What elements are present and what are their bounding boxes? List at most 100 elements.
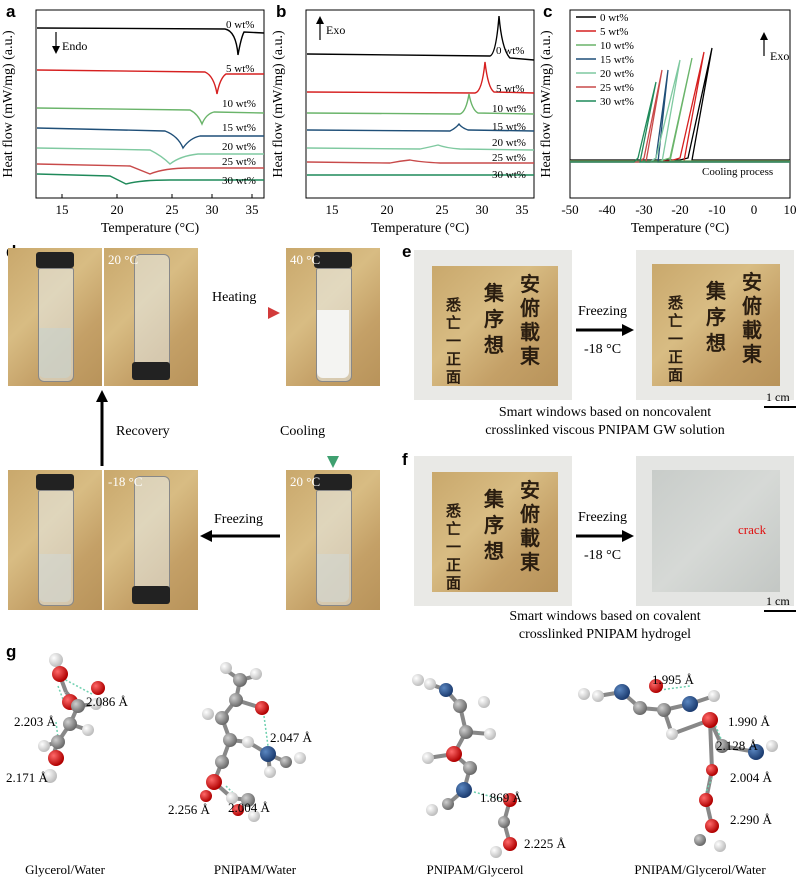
caption-line: Smart windows based on covalent: [509, 609, 701, 624]
cooling-note: Cooling process: [702, 166, 773, 178]
x-tick: 30: [476, 202, 489, 217]
curve-30wt: [36, 173, 264, 185]
legend-entry: 20 wt%: [600, 68, 634, 80]
molecular-models: [38, 653, 778, 858]
model-glycerol-water: [38, 653, 105, 783]
series-label: 20 wt%: [222, 141, 256, 153]
exo-annotation: Exo: [770, 49, 789, 63]
bond-length: 2.171 Å: [6, 770, 48, 785]
series-label: 25 wt%: [492, 152, 526, 164]
window-photo-e-after: 安俯載東 集序想 悉亡一正面: [636, 250, 794, 400]
curve-25wt: [36, 163, 264, 175]
curve-0wt: [306, 15, 535, 61]
legend-entry: 0 wt%: [600, 12, 628, 24]
panel-d-arrows: [96, 307, 339, 542]
bond-length: 1.995 Å: [652, 672, 694, 687]
bond-length: 2.290 Å: [730, 812, 772, 827]
bond-length: 2.086 Å: [86, 694, 128, 709]
curve-5wt: [306, 61, 535, 94]
temp-label: 20 °C: [290, 474, 321, 489]
legend-entry: 10 wt%: [600, 40, 634, 52]
panel-label-b: b: [276, 2, 287, 21]
freezing-label-e: Freezing: [578, 304, 627, 319]
calligraphy-text: 集序想: [706, 279, 726, 355]
legend: 0 wt% 5 wt% 10 wt% 15 wt% 20 wt% 25 wt% …: [576, 12, 634, 108]
x-tick: 20: [111, 202, 124, 217]
x-tick: 25: [436, 202, 449, 217]
series-label: 0 wt%: [496, 45, 524, 57]
x-tick: 35: [246, 202, 259, 217]
bond-length: 2.047 Å: [270, 730, 312, 745]
window-photo-f-before: 安俯載東 集序想 悉亡一正面: [414, 456, 572, 606]
scale-bar-label-e: 1 cm: [766, 390, 790, 404]
series-label: 10 wt%: [222, 98, 256, 110]
series-label: 0 wt%: [226, 19, 254, 31]
plot-frame: [35, 9, 265, 199]
calligraphy-text: 安俯載東: [520, 272, 540, 368]
x-tick: 35: [516, 202, 529, 217]
x-tick: -40: [598, 202, 615, 217]
model-label-pnipam-glycerol-water: PNIPAM/Glycerol/Water: [634, 862, 766, 877]
freezing-label: Freezing: [214, 512, 263, 527]
x-tick: 25: [166, 202, 179, 217]
bond-length: 2.203 Å: [14, 714, 56, 729]
crack-label: crack: [738, 522, 767, 537]
model-label-pnipam-water: PNIPAM/Water: [213, 862, 297, 877]
y-axis-label: Heat flow (mW/mg) (a.u.): [1, 30, 16, 178]
vial-photo-minus18c-inverted: -18 °C: [104, 470, 198, 610]
y-axis-label: Heat flow (mW/mg) (a.u.): [540, 30, 554, 178]
calligraphy-text: 集序想: [484, 281, 504, 357]
vial-photo-20c-inverted: 20 °C: [104, 248, 198, 386]
legend-entry: 15 wt%: [600, 54, 634, 66]
series-label: 10 wt%: [492, 103, 526, 115]
model-label-pnipam-glycerol: PNIPAM/Glycerol: [426, 862, 524, 877]
bond-length: 2.256 Å: [168, 802, 210, 817]
vial-photo-40c: 40 °C: [286, 248, 380, 386]
calligraphy-text: 安俯載東: [742, 270, 762, 366]
y-axis-label: Heat flow (mW/mg) (a.u.): [271, 30, 286, 178]
calligraphy-text: 集序想: [484, 487, 504, 563]
curve-15wt: [36, 127, 264, 150]
curve-10wt: [570, 57, 790, 162]
scale-bar-f: [764, 610, 796, 612]
x-axis-label: Temperature (°C): [631, 221, 730, 236]
freezing-arrow-f: [576, 530, 634, 542]
temp-label-e: -18 °C: [584, 342, 622, 357]
model-label-glycerol-water: Glycerol/Water: [25, 862, 105, 877]
curve-20wt: [36, 147, 264, 165]
panel-label-c: c: [543, 2, 553, 21]
temp-label: -18 °C: [108, 474, 143, 489]
vial-photo-20c-upright: [8, 248, 102, 386]
recovery-label: Recovery: [116, 424, 170, 439]
legend-entry: 25 wt%: [600, 82, 634, 94]
curve-15wt: [306, 122, 535, 132]
x-axis-label: Temperature (°C): [371, 221, 470, 236]
series-label: 5 wt%: [226, 63, 254, 75]
series-label: 30 wt%: [222, 175, 256, 187]
calligraphy-text: 悉亡一正面: [446, 502, 462, 592]
caption-e: Smart windows based on noncovalent cross…: [480, 404, 730, 440]
vial-photo-20c-after: 20 °C: [286, 470, 380, 610]
panel-label-e: e: [402, 242, 412, 261]
window-photo-f-after: crack: [636, 456, 794, 606]
model-pnipam-glycerol: [412, 674, 517, 858]
calligraphy-text: 安俯載東: [520, 478, 540, 574]
caption-line: crosslinked PNIPAM hydrogel: [518, 627, 692, 642]
series-label: 25 wt%: [222, 156, 256, 168]
x-tick: -20: [671, 202, 688, 217]
freezing-label-f: Freezing: [578, 510, 627, 525]
window-photo-e-before: 安俯載東 集序想 悉亡一正面: [414, 250, 572, 400]
dsc-chart-c: Heat flow (mW/mg) (a.u.) Temperature (°C…: [540, 9, 797, 236]
bond-length: 1.869 Å: [480, 790, 522, 805]
panel-label-f: f: [402, 450, 408, 469]
series-label: 15 wt%: [492, 121, 526, 133]
x-tick: 15: [56, 202, 69, 217]
series-label: 15 wt%: [222, 122, 256, 134]
curve-30wt: [570, 81, 790, 163]
bond-length: 1.990 Å: [728, 714, 770, 729]
x-tick: 10: [784, 202, 797, 217]
dsc-chart-a: Heat flow (mW/mg) (a.u.) Temperature (°C…: [1, 9, 265, 236]
bond-length: 2.004 Å: [228, 800, 270, 815]
calligraphy-text: 悉亡一正面: [668, 294, 684, 384]
curve-5wt: [36, 69, 264, 95]
